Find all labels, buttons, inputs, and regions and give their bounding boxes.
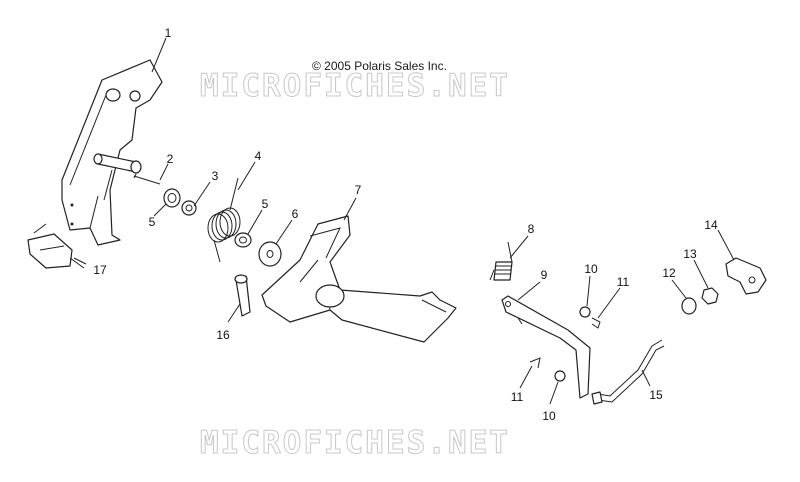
callout-14: 14 [704,218,718,232]
part-14-arm [725,257,767,295]
part-9-link [501,295,591,399]
leader-lines [73,37,735,405]
part-5-bushing-left [163,188,181,208]
part-7-pedal [261,215,457,343]
callout-11-lower: 11 [510,390,524,404]
callout-5-right: 5 [261,197,269,211]
callout-11-upper: 11 [616,275,630,289]
callout-8: 8 [527,222,535,236]
part-5-bushing-right [234,232,252,248]
callout-2: 2 [166,152,174,166]
part-11-clip-lower [529,357,541,369]
watermark-top: MICROFICHES.NET [200,68,510,105]
part-10-nut-lower [554,370,566,382]
watermark-bottom: MICROFICHES.NET [200,425,510,462]
part-10-nut-upper [579,306,591,318]
callout-10-lower: 10 [542,409,556,423]
callout-9: 9 [540,268,548,282]
callout-1: 1 [164,26,172,40]
part-16-bolt [234,274,251,317]
part-4-spring [207,177,241,263]
part-15-rod [591,339,665,405]
callout-4: 4 [254,149,262,163]
callout-6: 6 [291,207,299,221]
part-17-switch [27,223,85,269]
callout-3: 3 [211,169,219,183]
part-3-washer [181,200,197,216]
callout-17: 17 [93,263,107,277]
part-6-washer [258,241,282,267]
part-11-clip-upper [591,317,601,329]
callout-13: 13 [683,247,697,261]
callout-15: 15 [649,388,663,402]
part-13-nut [701,287,719,305]
callout-12: 12 [662,266,676,280]
callout-7: 7 [354,183,362,197]
part-8-spring [489,241,513,281]
part-2-pin [133,173,161,185]
callout-5-left: 5 [148,215,156,229]
callout-10-upper: 10 [584,262,598,276]
callout-16: 16 [216,328,230,342]
part-12-bushing [681,297,697,315]
copyright-text: © 2005 Polaris Sales Inc. [312,59,447,73]
part-1-bracket [61,59,163,246]
